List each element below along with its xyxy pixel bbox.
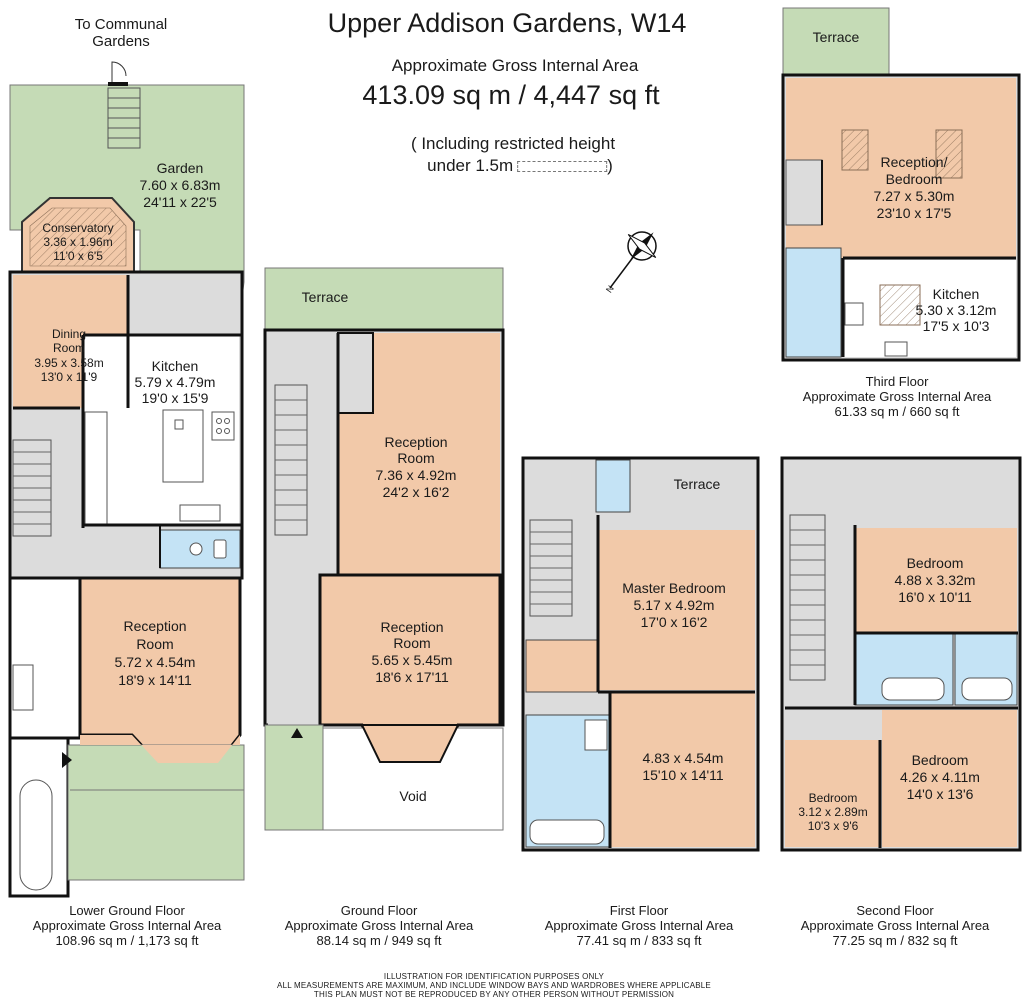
disclaimer-line-3: THIS PLAN MUST NOT BE REPRODUCED BY ANY … — [313, 990, 675, 999]
first-floor-area: 77.41 sq m / 833 sq ft — [576, 933, 702, 948]
lower-reception-dim-m: 5.72 x 4.54m — [114, 654, 196, 670]
dining-room-label-2: Room — [52, 341, 86, 355]
dining-room-dim-ft: 13'0 x 11'9 — [40, 370, 98, 384]
dining-room-label-1: Dining — [51, 327, 87, 341]
ground-floor-plan — [263, 267, 505, 831]
lower-kitchen-label: Kitchen — [151, 358, 199, 374]
lower-ground-stairs — [12, 439, 52, 537]
lower-ground-floor-area: 108.96 sq m / 1,173 sq ft — [55, 933, 199, 948]
second-rear-bedroom-dim-m: 4.88 x 3.32m — [894, 572, 976, 588]
third-floor-area-label: Approximate Gross Internal Area — [802, 389, 992, 404]
first-front-bedroom-area — [610, 692, 755, 847]
lower-kitchen-dim-m: 5.79 x 4.79m — [134, 374, 216, 390]
ground-reception-front-dim-m: 5.65 x 5.45m — [371, 652, 453, 668]
conservatory-label: Conservatory — [42, 221, 114, 235]
ground-stairs — [274, 384, 308, 536]
second-floor-name: Second Floor — [856, 903, 934, 918]
page-title: Upper Addison Gardens, W14 — [327, 8, 687, 38]
ground-reception-front-label-1: Reception — [380, 619, 444, 635]
second-front-bedroom-label: Bedroom — [911, 752, 969, 768]
first-floor-area-label: Approximate Gross Internal Area — [544, 918, 734, 933]
second-front-bedroom-dim-m: 4.26 x 4.11m — [900, 769, 980, 785]
third-kitchen-area — [843, 260, 1016, 357]
garden-dim-m: 7.60 x 6.83m — [139, 177, 221, 193]
second-rear-bedroom-label: Bedroom — [906, 555, 964, 571]
restricted-height-swatch — [517, 161, 608, 173]
communal-gardens-line1: To Communal — [74, 16, 168, 33]
lower-kitchen-dim-ft: 19'0 x 15'9 — [141, 390, 209, 406]
first-terrace-label: Terrace — [673, 476, 721, 492]
dining-room-dim-m: 3.95 x 3.58m — [34, 356, 104, 370]
third-reception-dim-ft: 23'10 x 17'5 — [876, 205, 952, 221]
garden-steps — [107, 61, 141, 149]
total-area-value: 413.09 sq m / 4,447 sq ft — [362, 80, 660, 110]
garden-dim-ft: 24'11 x 22'5 — [143, 194, 217, 210]
second-small-bedroom-label: Bedroom — [808, 791, 858, 805]
ground-reception-rear-label-1: Reception — [384, 434, 448, 450]
third-reception-label-2: Bedroom — [885, 171, 943, 187]
second-small-bedroom-dim-m: 3.12 x 2.89m — [798, 805, 868, 819]
ground-reception-front-label-2: Room — [393, 635, 431, 651]
ground-reception-rear-label-2: Room — [397, 450, 435, 466]
master-bedroom-dim-m: 5.17 x 4.92m — [633, 597, 715, 613]
second-small-bedroom-dim-ft: 10'3 x 9'6 — [807, 819, 859, 833]
garden-label: Garden — [156, 160, 204, 176]
third-floor-plan — [781, 7, 1021, 362]
first-floor-name: First Floor — [609, 903, 669, 918]
communal-gardens-line2: Gardens — [92, 33, 150, 50]
restricted-height-text: under 1.5m — [427, 156, 514, 175]
conservatory-dim-ft: 11'0 x 6'5 — [53, 249, 103, 263]
void-label: Void — [399, 788, 427, 804]
second-front-bedroom-dim-ft: 14'0 x 13'6 — [906, 786, 974, 802]
master-bedroom-dim-ft: 17'0 x 16'2 — [640, 614, 708, 630]
second-rear-bedroom-area — [855, 528, 1017, 633]
lower-ground-floor-name: Lower Ground Floor — [69, 903, 185, 918]
third-reception-area — [786, 78, 1016, 258]
ground-reception-rear-dim-m: 7.36 x 4.92m — [375, 467, 457, 483]
restricted-height-close: ) — [607, 156, 613, 175]
third-kitchen-dim-m: 5.30 x 3.12m — [915, 302, 997, 318]
third-reception-dim-m: 7.27 x 5.30m — [873, 188, 955, 204]
second-floor-area-label: Approximate Gross Internal Area — [800, 918, 990, 933]
lower-ground-floor-plan — [8, 61, 245, 898]
lower-ground-floor-area-label: Approximate Gross Internal Area — [32, 918, 222, 933]
third-bathroom-area — [785, 247, 842, 358]
conservatory-dim-m: 3.36 x 1.96m — [43, 235, 113, 249]
restricted-height-legend: under 1.5m) — [427, 156, 613, 176]
ground-floor-area-label: Approximate Gross Internal Area — [284, 918, 474, 933]
first-floor-plan — [521, 456, 760, 852]
ground-floor-name: Ground Floor — [340, 903, 418, 918]
third-floor-area: 61.33 sq m / 660 sq ft — [834, 404, 960, 419]
ground-terrace-label: Terrace — [301, 289, 349, 305]
third-kitchen-label: Kitchen — [932, 286, 980, 302]
third-kitchen-dim-ft: 17'5 x 10'3 — [922, 318, 990, 334]
master-bedroom-area — [598, 530, 755, 690]
compass-rose — [609, 231, 657, 289]
second-floor-area: 77.25 sq m / 832 sq ft — [832, 933, 958, 948]
ground-reception-rear-dim-ft: 24'2 x 16'2 — [382, 484, 450, 500]
ground-reception-front-dim-ft: 18'6 x 17'11 — [375, 669, 449, 685]
disclaimer-line-1: ILLUSTRATION FOR IDENTIFICATION PURPOSES… — [383, 972, 605, 981]
second-front-bedroom-area — [882, 710, 1017, 847]
second-rear-bedroom-dim-ft: 16'0 x 10'11 — [898, 589, 972, 605]
second-floor-plan — [780, 456, 1022, 852]
first-front-room-dim-m: 4.83 x 4.54m — [642, 750, 724, 766]
third-floor-name: Third Floor — [865, 374, 929, 389]
total-area-label: Approximate Gross Internal Area — [391, 56, 639, 75]
first-stairs — [529, 519, 573, 617]
third-terrace-label: Terrace — [812, 29, 860, 45]
lower-reception-dim-ft: 18'9 x 14'11 — [118, 672, 192, 688]
ground-floor-area: 88.14 sq m / 949 sq ft — [316, 933, 442, 948]
third-reception-label-1: Reception/ — [880, 154, 948, 170]
disclaimer-line-2: ALL MEASUREMENTS ARE MAXIMUM, AND INCLUD… — [277, 981, 711, 990]
lower-reception-label-1: Reception — [123, 618, 187, 634]
restricted-height-note: ( Including restricted height — [410, 134, 616, 153]
lower-reception-label-2: Room — [136, 636, 174, 652]
master-bedroom-label: Master Bedroom — [622, 580, 726, 596]
second-small-bedroom-area — [785, 740, 880, 847]
second-stairs — [789, 514, 826, 681]
first-front-room-dim-ft: 15'10 x 14'11 — [642, 767, 724, 783]
